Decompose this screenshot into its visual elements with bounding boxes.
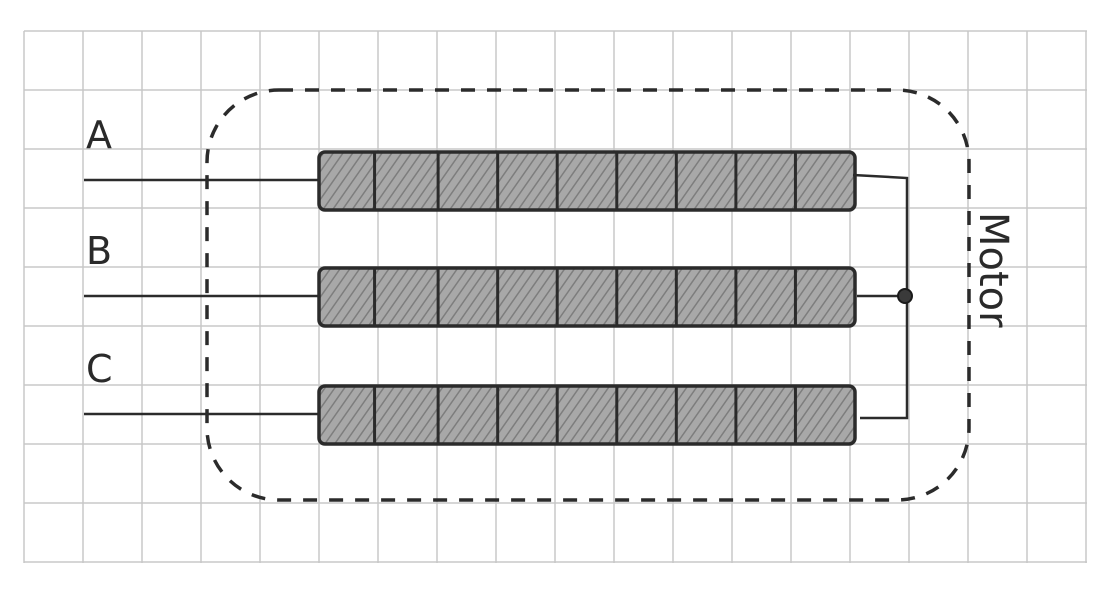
- phase-label: C: [86, 347, 113, 391]
- phase-label: A: [86, 113, 112, 157]
- phase-c-winding: C: [84, 347, 857, 446]
- star-point-wiring: [852, 173, 913, 420]
- enclosure-label: Motor: [970, 212, 1016, 328]
- phase-a-winding: A: [84, 113, 857, 212]
- phase-b-winding: B: [84, 229, 857, 328]
- motor-enclosure: [205, 88, 971, 502]
- winding-coil: [317, 266, 857, 328]
- winding-coil: [317, 150, 857, 212]
- star-junction-dot: [897, 288, 913, 304]
- phase-label: B: [86, 229, 112, 273]
- winding-coil: [317, 384, 857, 446]
